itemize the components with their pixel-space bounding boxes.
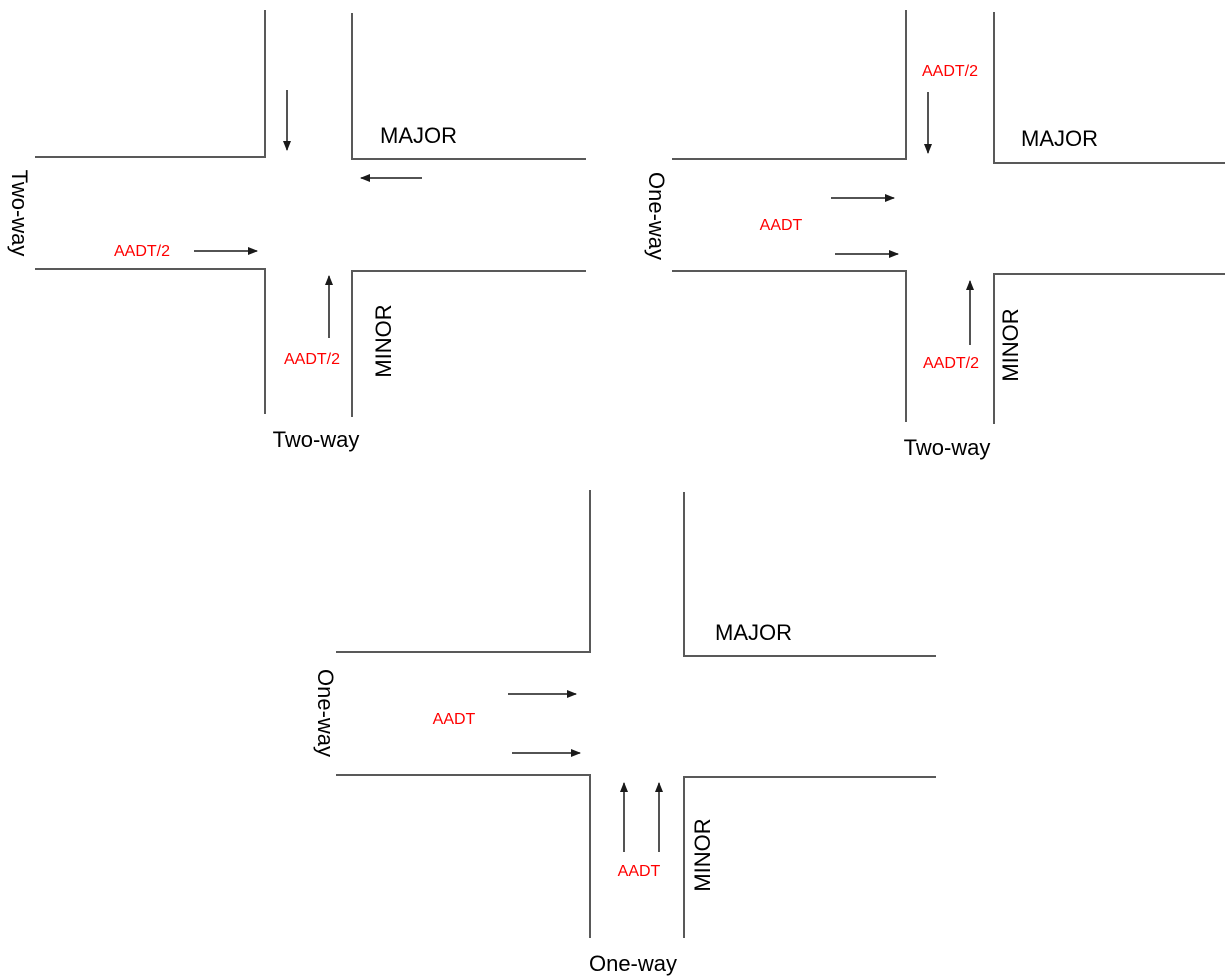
intersection-two-way-two-way: MAJOR MINOR Two-way Two-way AADT/2 AADT/… [7,10,586,452]
road-edge-bottom-right [351,270,586,417]
minor-road-label: MINOR [371,304,396,377]
road-edge-bottom-left [672,270,907,422]
road-edge-bottom-left [336,774,591,938]
road-edges [672,10,1225,424]
minor-direction-label: Two-way [904,435,991,460]
minor-direction-label: One-way [589,951,677,976]
minor-volume-label: AADT/2 [923,355,979,372]
major-road-label: MAJOR [380,123,457,148]
road-edge-top-left [35,10,266,158]
major-direction-label: One-way [644,172,669,260]
major-volume-label: AADT [433,711,476,728]
intersection-one-way-one-way: MAJOR MINOR One-way One-way AADT AADT [313,490,936,976]
traffic-arrows [831,92,974,345]
road-edge-top-left [672,10,907,160]
road-edge-top-right [683,492,936,657]
intersection-one-way-two-way: MAJOR MINOR One-way Two-way AADT/2 AADT … [644,10,1225,460]
road-edge-bottom-right [993,273,1225,424]
minor-direction-label: Two-way [273,427,360,452]
traffic-arrows [194,90,422,338]
road-edge-top-left [336,490,591,653]
minor-road-label: MINOR [998,308,1023,381]
major-direction-label: Two-way [7,170,32,257]
minor-volume-label: AADT [618,863,661,880]
minor-volume-label: AADT/2 [284,351,340,368]
major-volume-label: AADT [760,217,803,234]
road-edges [35,10,586,417]
major-road-label: MAJOR [715,620,792,645]
major-volume-label: AADT/2 [114,243,170,260]
road-edges [336,490,936,938]
traffic-arrows [508,690,663,852]
road-edge-top-right [351,13,586,160]
minor-road-label: MINOR [690,818,715,891]
major-road-label: MAJOR [1021,126,1098,151]
road-edge-bottom-left [35,268,266,414]
major-direction-label: One-way [313,669,338,757]
road-edge-bottom-right [683,776,936,938]
top-volume-label: AADT/2 [922,63,978,80]
road-edge-top-right [993,12,1225,164]
